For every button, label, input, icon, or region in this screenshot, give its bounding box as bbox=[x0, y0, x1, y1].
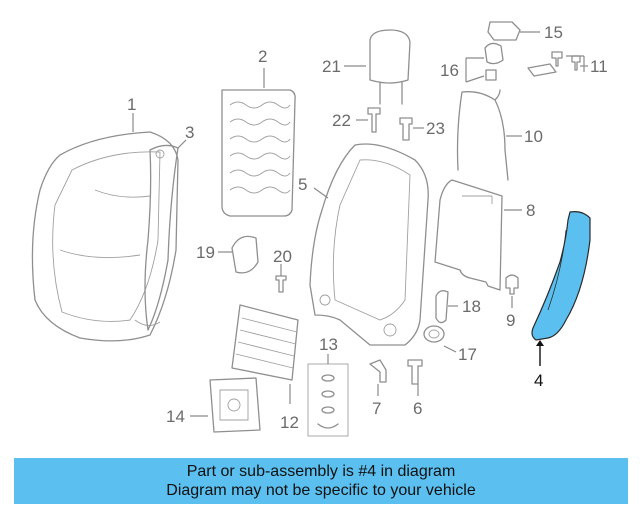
callout-19: 19 bbox=[196, 243, 215, 262]
callout-6: 6 bbox=[413, 399, 422, 418]
callout-10: 10 bbox=[524, 127, 543, 146]
banner-line-part-number: Part or sub-assembly is #4 in diagram bbox=[186, 463, 456, 480]
callout-20: 20 bbox=[273, 247, 292, 266]
callout-8: 8 bbox=[526, 201, 535, 220]
clip-part bbox=[505, 274, 519, 295]
callout-12: 12 bbox=[280, 413, 299, 432]
callout-22: 22 bbox=[332, 111, 351, 130]
seat-back-frame-part bbox=[309, 143, 429, 346]
headrest-part bbox=[369, 29, 411, 105]
switch-cover-part bbox=[487, 21, 521, 41]
info-banner: Part or sub-assembly is #4 in diagram Di… bbox=[14, 458, 628, 504]
callout-7: 7 bbox=[372, 399, 381, 418]
headrest-guide-locking-part bbox=[399, 117, 413, 141]
callout-16: 16 bbox=[440, 61, 459, 80]
callout-17: 17 bbox=[458, 345, 477, 364]
callout-3: 3 bbox=[185, 123, 194, 142]
callout-2: 2 bbox=[258, 47, 267, 66]
knob-part bbox=[423, 325, 445, 343]
connector-part bbox=[527, 51, 581, 77]
callout-14: 14 bbox=[166, 407, 185, 426]
seat-back-trim-part bbox=[144, 144, 179, 331]
fastener-kit-part bbox=[307, 363, 349, 437]
callout-1: 1 bbox=[127, 95, 136, 114]
lumbar-motor-part bbox=[209, 377, 261, 433]
side-trim-part-highlighted bbox=[531, 211, 591, 341]
seat-heater-pad-part bbox=[221, 89, 296, 217]
callout-21: 21 bbox=[322, 57, 341, 76]
callout-18: 18 bbox=[462, 297, 481, 316]
wiring-harness-part bbox=[456, 89, 509, 181]
callout-15: 15 bbox=[544, 23, 563, 42]
banner-line-disclaimer: Diagram may not be specific to your vehi… bbox=[166, 482, 476, 499]
handle-part bbox=[435, 290, 449, 324]
callout-4: 4 bbox=[534, 371, 543, 390]
callout-9: 9 bbox=[506, 311, 515, 330]
lumbar-switch-part bbox=[484, 42, 504, 81]
callout-5: 5 bbox=[298, 175, 307, 194]
headrest-guide-part bbox=[367, 107, 381, 133]
parts-diagram: 1 3 2 21 22 23 5 15 bbox=[31, 21, 608, 437]
bolt-part bbox=[407, 359, 423, 385]
lumbar-support-mesh-part bbox=[231, 304, 299, 381]
screw-part bbox=[275, 275, 287, 293]
callout-11: 11 bbox=[590, 57, 608, 76]
bracket-part bbox=[369, 359, 387, 383]
back-panel-part bbox=[434, 179, 503, 291]
recliner-cover-part bbox=[231, 235, 259, 274]
callout-23: 23 bbox=[426, 119, 445, 138]
callout-13: 13 bbox=[319, 335, 338, 354]
